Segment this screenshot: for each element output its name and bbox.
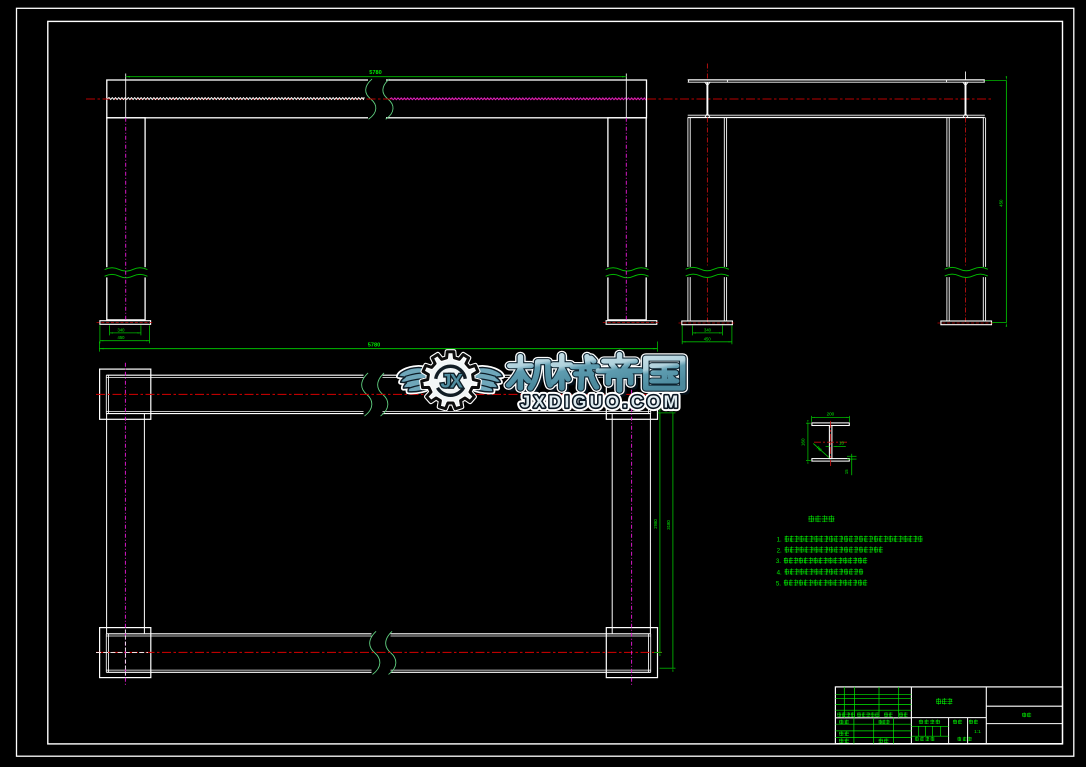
svg-text:340: 340: [118, 327, 126, 332]
svg-text:450: 450: [999, 199, 1004, 207]
svg-text:1:1: 1:1: [974, 729, 981, 735]
svg-text:JXDIGUO.COM: JXDIGUO.COM: [520, 391, 681, 411]
svg-text:4.: 4.: [777, 569, 782, 576]
svg-text:5780: 5780: [369, 70, 381, 76]
svg-text:5780: 5780: [368, 342, 380, 348]
svg-text:JX: JX: [440, 371, 462, 393]
svg-text:JXDIGUO.COM: JXDIGUO.COM: [520, 391, 681, 411]
svg-text:10: 10: [839, 441, 844, 446]
svg-text:5.: 5.: [776, 580, 781, 587]
svg-text:JX: JX: [440, 371, 462, 393]
svg-text:JXDIGUO.COM: JXDIGUO.COM: [520, 391, 681, 411]
svg-text:450: 450: [118, 335, 126, 340]
svg-text:2980: 2980: [653, 519, 658, 529]
svg-text:160: 160: [801, 438, 806, 446]
svg-text:340: 340: [704, 327, 712, 332]
svg-text:450: 450: [704, 336, 712, 341]
svg-text:2.: 2.: [777, 547, 782, 554]
svg-text:3.: 3.: [776, 558, 781, 565]
svg-text:3180: 3180: [666, 520, 671, 530]
svg-text:1.: 1.: [777, 537, 782, 544]
svg-text:R8: R8: [816, 445, 824, 453]
svg-text:200: 200: [827, 412, 835, 417]
svg-text:15: 15: [844, 469, 849, 474]
